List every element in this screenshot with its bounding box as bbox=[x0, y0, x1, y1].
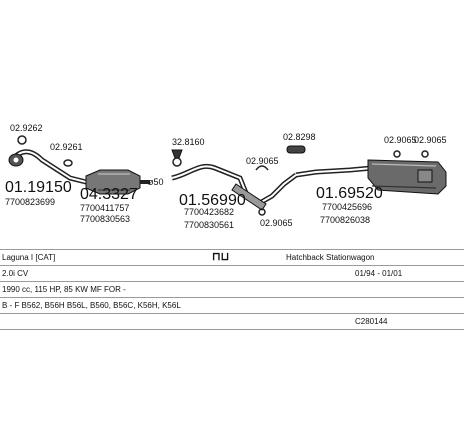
ref-7700826038: 7700826038 bbox=[320, 215, 370, 225]
table-row: 2.0i CV 01/94 - 01/01 bbox=[0, 266, 464, 282]
body-cell: Hatchback Stationwagon bbox=[286, 253, 375, 262]
hanger-label-02-9065-top: 02.9065 bbox=[246, 156, 279, 166]
hanger-02-9065-icon bbox=[255, 165, 269, 216]
model-cell: Laguna I [CAT] bbox=[2, 253, 56, 262]
catalog-number-cell: C280144 bbox=[355, 317, 388, 326]
hanger-label-02-9065-rear-2: 02.9065 bbox=[414, 135, 447, 145]
clamp-02-9261-icon bbox=[63, 159, 73, 167]
codes-cell: B - F B562, B56H B56L, B560, B56C, K56H,… bbox=[2, 301, 181, 310]
clamp-label-02-8298: 02.8298 bbox=[283, 132, 316, 142]
body-style-icon: ⊓⊔ bbox=[212, 251, 230, 263]
table-row: B - F B562, B56H B56L, B560, B56C, K56H,… bbox=[0, 298, 464, 314]
part-number-04-3327: 04.3327 bbox=[80, 186, 138, 203]
spec-cell: 1990 cc, 115 HP, 85 KW MF FOR - bbox=[2, 285, 126, 294]
ref-7700830561: 7700830561 bbox=[184, 220, 234, 230]
middle-pipe bbox=[171, 163, 298, 211]
catalytic-converter bbox=[85, 169, 150, 195]
clamp-02-8298-icon bbox=[286, 145, 306, 154]
vehicle-info-table: Laguna I [CAT] ⊓⊔ Hatchback Stationwagon… bbox=[0, 249, 464, 330]
clamp-32-8160-icon bbox=[171, 149, 183, 167]
table-row: 1990 cc, 115 HP, 85 KW MF FOR - bbox=[0, 282, 464, 298]
table-row: Laguna I [CAT] ⊓⊔ Hatchback Stationwagon bbox=[0, 249, 464, 266]
clamp-label-02-9262: 02.9262 bbox=[10, 123, 43, 133]
ref-7700830563: 7700830563 bbox=[80, 214, 130, 224]
ref-7700411757: 7700411757 bbox=[80, 203, 129, 213]
clamp-02-9262-icon bbox=[17, 135, 27, 145]
part-number-01-19150: 01.19150 bbox=[5, 179, 72, 196]
ref-7700423682: 7700423682 bbox=[184, 207, 234, 217]
clamp-label-02-9261: 02.9261 bbox=[50, 142, 83, 152]
hanger-label-02-9065-bottom: 02.9065 bbox=[260, 218, 293, 228]
hanger-label-02-9065-rear-1: 02.9065 bbox=[384, 135, 417, 145]
ref-7700425696: 7700425696 bbox=[322, 202, 372, 212]
ref-7700823699: 7700823699 bbox=[5, 197, 55, 207]
pipe-diameter: ø50 bbox=[148, 177, 164, 187]
rear-silencer bbox=[295, 159, 447, 195]
front-pipe bbox=[8, 149, 87, 185]
engine-cell: 2.0i CV bbox=[2, 269, 29, 278]
years-cell: 01/94 - 01/01 bbox=[355, 269, 403, 278]
table-row: C280144 bbox=[0, 314, 464, 330]
part-number-01-69520: 01.69520 bbox=[316, 185, 383, 202]
part-number-01-56990: 01.56990 bbox=[179, 192, 246, 209]
clamp-label-32-8160: 32.8160 bbox=[172, 137, 205, 147]
hanger-rear-icon bbox=[393, 150, 429, 158]
